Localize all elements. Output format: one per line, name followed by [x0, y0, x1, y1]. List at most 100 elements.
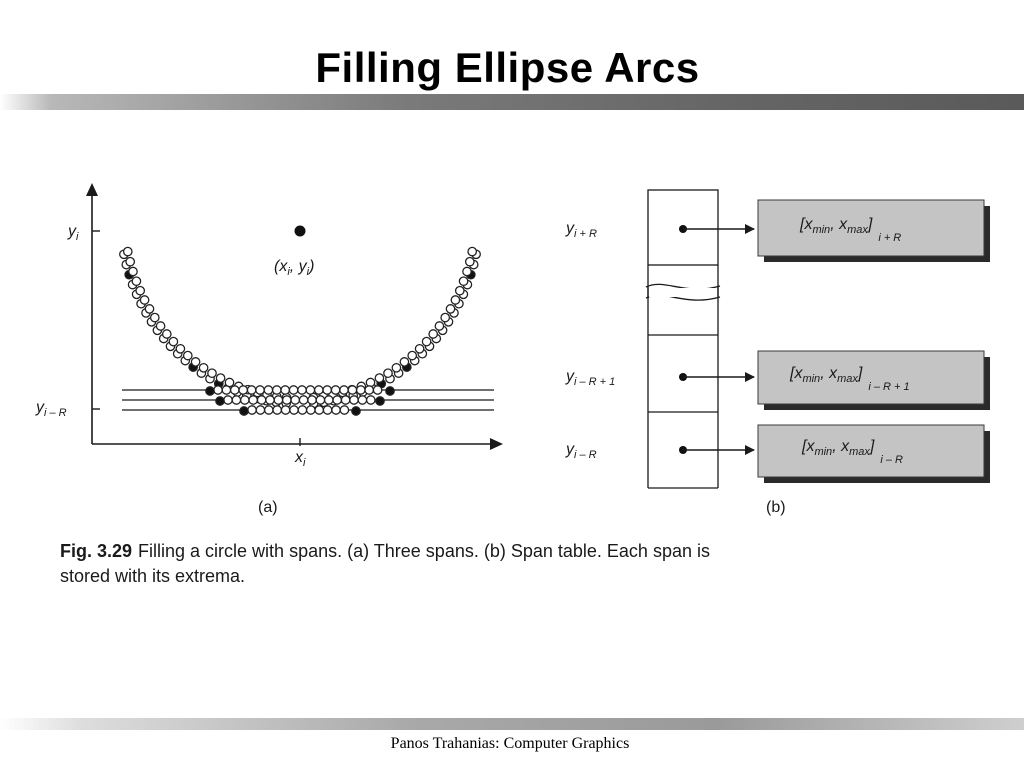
y-axis-arrow-icon	[86, 183, 98, 196]
slide-footer: Panos Trahanias: Computer Graphics	[390, 735, 630, 752]
span-pixel	[290, 395, 301, 405]
span-pixel	[340, 395, 351, 405]
x-axis-arrow-icon	[490, 438, 503, 450]
span-text: [xmin, xmax]i – R + 1	[789, 365, 910, 393]
slide-title: Filling Ellipse Arcs	[315, 44, 700, 91]
span-pixel	[238, 385, 249, 395]
footer-divider-bar	[0, 718, 1024, 730]
span-pixel	[322, 405, 333, 415]
span-box-i-plus-r	[757, 199, 985, 257]
span-pixel	[288, 385, 299, 395]
y-label-top: yi	[67, 223, 79, 243]
span-extremum-pixel	[375, 396, 385, 406]
arc-pixel	[445, 304, 456, 314]
span-pixel	[349, 395, 359, 405]
span-pixel	[231, 395, 242, 405]
span-pixel	[365, 395, 376, 405]
span-pixel	[239, 395, 250, 405]
arc-pixel	[198, 362, 209, 373]
span-pixel	[332, 395, 343, 405]
span-pixel	[273, 395, 284, 405]
span-pixel	[313, 385, 324, 395]
span-pixel	[347, 385, 358, 395]
span-pixel	[272, 405, 283, 415]
arc-pixel	[454, 285, 465, 296]
arc-pixel	[434, 321, 445, 331]
arc-pixel	[462, 266, 472, 277]
arc-pixel	[149, 312, 160, 323]
arc-pixel	[383, 368, 393, 379]
span-pixel	[263, 385, 274, 395]
span-pixel	[289, 405, 299, 415]
arc-pixel	[125, 256, 136, 267]
figure-b-caption: (b)	[766, 499, 786, 516]
span-pixel	[297, 405, 308, 415]
arc-pixel	[467, 246, 478, 257]
span-pixel	[339, 405, 350, 415]
arc-pixel	[428, 329, 439, 339]
y-label-bottom: yi – R	[35, 399, 67, 419]
span-extremum-pixel	[215, 396, 225, 406]
span-pixel	[280, 405, 291, 415]
span-pixel	[255, 405, 266, 415]
span-pixel	[314, 405, 325, 415]
arc-pixel	[168, 336, 179, 347]
center-point	[294, 225, 306, 237]
arc-pixel	[182, 350, 193, 361]
span-pixel	[330, 385, 341, 395]
span-pixel	[297, 385, 307, 395]
span-table-column	[647, 189, 719, 489]
span-pixel	[255, 385, 265, 395]
figure-a-caption: (a)	[258, 499, 278, 516]
title-divider-bar	[0, 94, 1024, 110]
span-pixel	[223, 395, 233, 405]
arc-pixel	[374, 373, 385, 383]
arc-pixel	[190, 357, 201, 367]
span-pixel	[372, 385, 383, 395]
span-box-i-minus-r	[757, 424, 985, 478]
span-box-i-minus-r-plus-1	[757, 350, 985, 405]
arc-pixel	[399, 357, 410, 367]
arc-pixel	[407, 350, 418, 361]
figure-a: yi yi – R (xi, yi) xi (a)	[35, 183, 503, 516]
span-pixel	[307, 395, 317, 405]
arc-pixel	[391, 362, 402, 373]
arc-pixel	[135, 285, 146, 296]
arc-pixel	[139, 295, 150, 305]
span-extremum-pixel	[239, 406, 249, 416]
span-pixel	[305, 385, 316, 395]
span-pixel	[248, 395, 259, 405]
span-extremum-pixel	[385, 386, 395, 396]
span-pixel	[213, 385, 223, 395]
span-pixel	[246, 385, 257, 395]
row-label-y-i-minus-r: yi – R	[565, 441, 597, 461]
span-pixel	[221, 385, 232, 395]
span-pixel	[357, 395, 368, 405]
figure-b: yi + R [xmin, xmax]i + R yi – R + 1 [xmi…	[565, 189, 990, 516]
x-label: xi	[294, 449, 306, 469]
arc-pixel	[161, 329, 172, 339]
arc-pixel	[207, 368, 217, 379]
caption-line-2: stored with its extrema.	[60, 566, 245, 586]
arc-pixels	[119, 246, 481, 416]
span-pixel	[339, 385, 349, 395]
span-pixel	[315, 395, 326, 405]
arc-pixel	[458, 276, 469, 287]
center-label: (xi, yi)	[274, 258, 314, 278]
arc-pixel	[122, 246, 133, 257]
span-pixel	[256, 395, 267, 405]
span-text: [xmin, xmax]i + R	[799, 216, 901, 244]
span-pixel	[247, 405, 257, 415]
arc-pixel	[155, 321, 166, 331]
arc-pixel	[421, 336, 432, 347]
span-pixel	[265, 395, 275, 405]
span-extremum-pixel	[351, 406, 361, 416]
span-pixel	[364, 385, 375, 395]
arc-pixel	[414, 343, 425, 354]
arc-pixel	[131, 276, 142, 287]
span-pixel	[298, 395, 309, 405]
arc-pixel	[175, 343, 186, 354]
